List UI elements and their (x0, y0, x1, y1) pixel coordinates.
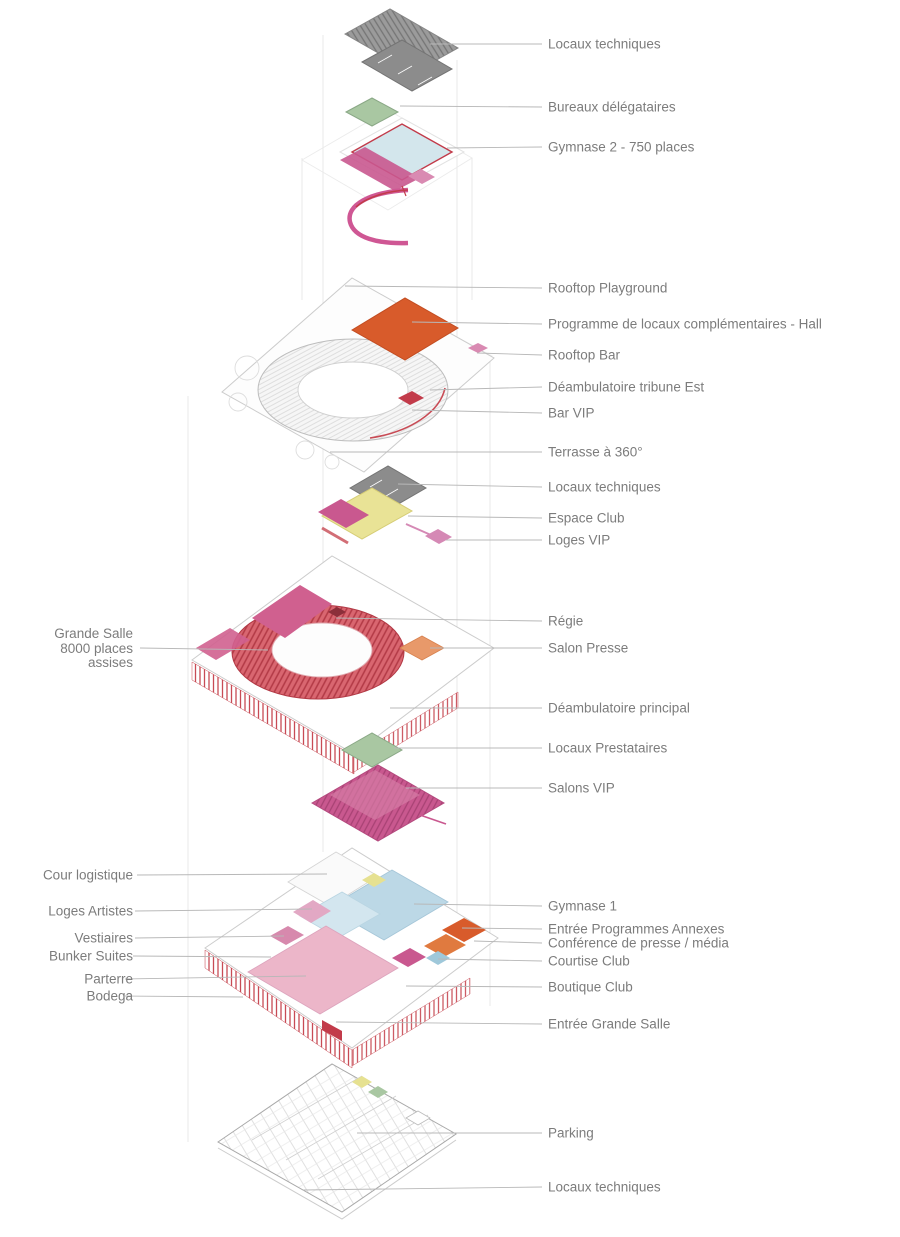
label-conference-presse-media: Conférence de presse / média (548, 935, 729, 951)
label-courtise-club: Courtise Club (548, 953, 630, 969)
label-programme-locaux-complementaires: Programme de locaux complémentaires - Ha… (548, 316, 822, 332)
label-gymnase-2: Gymnase 2 - 750 places (548, 139, 695, 155)
level-grande-salle (191, 555, 495, 775)
label-loges-artistes: Loges Artistes (48, 903, 133, 919)
label-espace-club: Espace Club (548, 510, 625, 526)
label-deambulatoire-tribune-est: Déambulatoire tribune Est (548, 379, 705, 395)
level-prestataires (340, 732, 404, 768)
label-terrasse-360: Terrasse à 360° (548, 444, 643, 460)
label-salon-presse: Salon Presse (548, 640, 629, 656)
label-locaux-prestataires: Locaux Prestataires (548, 740, 668, 756)
label-bar-vip: Bar VIP (548, 405, 595, 421)
label-vestiaires: Vestiaires (74, 930, 133, 946)
level-roof-technical (343, 8, 460, 92)
level-parking (217, 1063, 457, 1220)
label-grande-salle: Grande Salle 8000 places assises (0, 626, 133, 671)
label-loges-vip: Loges VIP (548, 532, 611, 548)
label-locaux-techniques-mid: Locaux techniques (548, 479, 661, 495)
label-boutique-club: Boutique Club (548, 979, 633, 995)
level-salons-vip (310, 764, 447, 842)
label-deambulatoire-principal: Déambulatoire principal (548, 700, 690, 716)
label-locaux-techniques-parking: Locaux techniques (548, 1179, 661, 1195)
label-parterre: Parterre (84, 971, 133, 987)
label-rooftop-playground: Rooftop Playground (548, 280, 668, 296)
label-parking: Parking (548, 1125, 594, 1141)
level-rooftop (221, 277, 495, 473)
level-gymnase-2 (338, 117, 466, 246)
level-club-vip (318, 487, 452, 545)
level-delegate-offices (344, 97, 400, 127)
label-bunker-suites: Bunker Suites (48, 948, 133, 964)
label-rooftop-bar: Rooftop Bar (548, 347, 621, 363)
label-salons-vip: Salons VIP (548, 780, 615, 796)
label-grande-salle-line2: 8000 places (60, 640, 133, 656)
label-regie: Régie (548, 613, 584, 629)
leader-lines (124, 43, 543, 1191)
level-ground-floor (204, 847, 499, 1069)
label-entree-grande-salle: Entrée Grande Salle (548, 1016, 671, 1032)
label-bureaux-delegataires: Bureaux délégataires (548, 99, 676, 115)
label-cour-logistique: Cour logistique (42, 867, 133, 883)
label-locaux-techniques-roof: Locaux techniques (548, 36, 661, 52)
label-bodega: Bodega (86, 988, 133, 1004)
label-gymnase-1: Gymnase 1 (548, 898, 618, 914)
label-grande-salle-line3: assises (87, 655, 133, 670)
label-entree-programmes-annexes: Entrée Programmes Annexes (548, 921, 725, 937)
label-grande-salle-line1: Grande Salle (54, 626, 133, 641)
